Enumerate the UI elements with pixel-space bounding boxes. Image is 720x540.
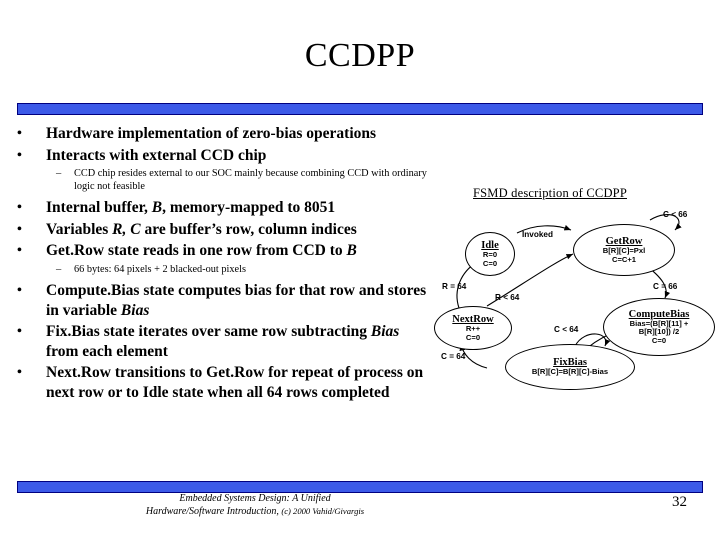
- list-item-text-pre: Get.Row state reads in one row from CCD …: [46, 242, 347, 260]
- bullet-marker-icon: •: [17, 365, 22, 381]
- bullet-marker-icon: •: [17, 243, 22, 259]
- list-item: • Fix.Bias state iterates over same row …: [14, 322, 434, 361]
- bullet-marker-icon: •: [17, 147, 22, 163]
- fsmd-state-nextrow[interactable]: NextRow R++ C=0: [434, 306, 512, 350]
- list-item-text-emphasis: B: [346, 242, 357, 260]
- footer-line-1: Embedded Systems Design: A Unified: [179, 493, 331, 504]
- list-item: • Compute.Bias state computes bias for t…: [14, 281, 434, 320]
- fsmd-state-action: B[R][C]=Pxl: [602, 245, 646, 255]
- fsmd-state-fixbias[interactable]: FixBias B[R][C]=B[R][C]-Bias: [505, 344, 635, 390]
- list-item-text-emphasis: B: [151, 199, 163, 217]
- fsmd-state-idle[interactable]: Idle R=0 C=0: [465, 232, 515, 276]
- fsmd-diagram-title: FSMD description of CCDPP: [473, 186, 627, 200]
- page-number: 32: [672, 494, 687, 510]
- fsmd-state-action: Bias=(B[R][11] +: [629, 318, 689, 328]
- list-item-sub: – 66 bytes: 64 pixels + 2 blacked-out pi…: [14, 264, 434, 277]
- footer-copyright: (c) 2000 Vahid/Givargis: [281, 506, 365, 516]
- fsmd-edge-label-c-eq-64: C = 64: [441, 352, 466, 361]
- fsmd-diagram: FSMD description of CCDPP: [425, 186, 720, 390]
- fsmd-edge-label-r-eq-64: R = 64: [442, 282, 467, 291]
- fsmd-state-name: GetRow: [605, 235, 643, 247]
- bullet-marker-icon: •: [17, 221, 22, 237]
- fsmd-state-action: R=0: [482, 249, 498, 259]
- fsmd-state-action: R++: [465, 323, 481, 333]
- list-item-text-post: are buffer’s row, column indices: [140, 220, 357, 238]
- page-title: CCDPP: [304, 37, 416, 74]
- list-item: • Next.Row transitions to Get.Row for re…: [14, 363, 434, 402]
- list-item-sub-text: 66 bytes: 64 pixels + 2 blacked-out pixe…: [74, 263, 246, 275]
- fsmd-state-action: B[R][10]) /2: [638, 327, 680, 337]
- bullet-marker-icon: •: [17, 200, 22, 216]
- list-item-text: Hardware implementation of zero-bias ope…: [46, 125, 377, 142]
- fsmd-edge-label-c-lt-66: C < 66: [663, 210, 688, 219]
- fsmd-state-name: NextRow: [452, 313, 494, 325]
- fsmd-state-computebias[interactable]: ComputeBias Bias=(B[R][11] + B[R][10]) /…: [603, 298, 715, 356]
- list-item-text: Interacts with external CCD chip: [46, 146, 267, 164]
- title-divider-bar: [17, 103, 703, 115]
- list-item-text-pre: Compute.Bias state computes bias for tha…: [46, 282, 427, 319]
- list-item-text-post: from each element: [46, 342, 168, 360]
- fsmd-state-name: Idle: [481, 239, 499, 251]
- footer-citation: Embedded Systems Design: A Unified Hardw…: [40, 492, 470, 518]
- dash-marker-icon: –: [56, 168, 62, 179]
- fsmd-state-action: C=0: [482, 258, 498, 268]
- fsmd-state-action: C=C+1: [611, 254, 637, 264]
- dash-marker-icon: –: [56, 263, 62, 275]
- list-item-text-pre: Internal buffer,: [46, 199, 152, 217]
- fsmd-state-action: B[R][C]=B[R][C]-Bias: [531, 367, 609, 377]
- list-item-text-emphasis: Bias: [120, 301, 150, 319]
- list-item: • Get.Row state reads in one row from CC…: [14, 241, 434, 261]
- fsmd-edge-label-c-eq-66: C = 66: [653, 282, 678, 291]
- fsmd-edge-label-c-lt-64: C < 64: [554, 325, 579, 334]
- list-item-text-emphasis: Bias: [370, 323, 400, 341]
- list-item: • Internal buffer, B, memory-mapped to 8…: [14, 198, 434, 218]
- bullet-marker-icon: •: [17, 126, 22, 141]
- list-item: • Interacts with external CCD chip: [14, 146, 434, 166]
- list-item-sub: – CCD chip resides external to our SOC m…: [14, 168, 434, 193]
- fsmd-state-action: C=0: [651, 335, 667, 345]
- footer-line-2: Hardware/Software Introduction,: [145, 506, 279, 517]
- list-item: • Hardware implementation of zero-bias o…: [14, 124, 434, 144]
- list-item-text-pre: Variables: [46, 220, 113, 238]
- bullet-list: • Hardware implementation of zero-bias o…: [14, 124, 434, 404]
- list-item-text-emphasis: R, C: [112, 220, 141, 238]
- list-item: • Variables R, C are buffer’s row, colum…: [14, 220, 434, 240]
- list-item-text-pre: Fix.Bias state iterates over same row su…: [46, 323, 371, 341]
- fsmd-state-name: ComputeBias: [628, 308, 690, 320]
- fsmd-edge-label-invoked: Invoked: [522, 230, 553, 239]
- list-item-text-post: , memory-mapped to 8051: [162, 199, 336, 217]
- bullet-marker-icon: •: [17, 283, 22, 299]
- list-item-sub-text: CCD chip resides external to our SOC mai…: [74, 168, 427, 192]
- footer-divider-bar: [17, 481, 703, 493]
- fsmd-state-getrow[interactable]: GetRow B[R][C]=Pxl C=C+1: [573, 224, 675, 276]
- fsmd-state-action: C=0: [465, 332, 481, 342]
- fsmd-state-name: FixBias: [553, 357, 587, 369]
- bullet-marker-icon: •: [17, 324, 22, 340]
- list-item-text: Next.Row transitions to Get.Row for repe…: [46, 364, 424, 401]
- fsmd-edge-label-r-lt-64: R < 64: [495, 293, 520, 302]
